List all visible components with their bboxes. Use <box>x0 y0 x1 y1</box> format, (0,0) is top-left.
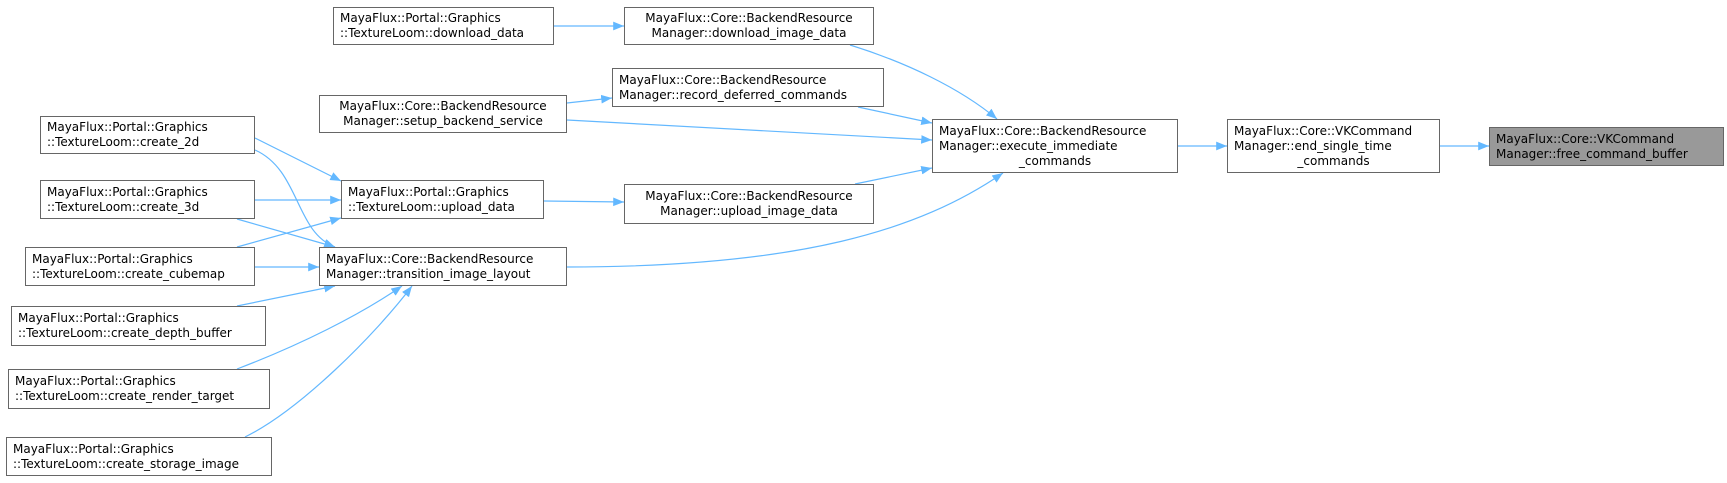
node-label: MayaFlux::Core::VKCommand <box>1234 123 1413 138</box>
node-create-cubemap[interactable]: MayaFlux::Portal::Graphics::TextureLoom:… <box>25 247 255 286</box>
node-label: MayaFlux::Portal::Graphics <box>47 184 208 199</box>
node-label: MayaFlux::Portal::Graphics <box>18 311 179 325</box>
node-label: Manager::free_command_buffer <box>1496 146 1688 161</box>
node-create-3d[interactable]: MayaFlux::Portal::Graphics::TextureLoom:… <box>40 180 255 219</box>
edge-record-execute <box>857 106 933 125</box>
node-label: MayaFlux::Core::BackendResource <box>645 11 853 25</box>
node-download-data[interactable]: MayaFlux::Portal::Graphics::TextureLoom:… <box>333 7 554 45</box>
node-label: MayaFlux::Portal::Graphics <box>348 184 509 199</box>
node-label: MayaFlux::Portal::Graphics <box>15 374 176 388</box>
node-label: ::TextureLoom::create_storage_image <box>13 456 240 471</box>
node-label: ::TextureLoom::create_depth_buffer <box>18 326 232 340</box>
node-create-storage-image[interactable]: MayaFlux::Portal::Graphics::TextureLoom:… <box>6 437 272 476</box>
node-label: Manager::download_image_data <box>651 26 847 40</box>
node-upload-data[interactable]: MayaFlux::Portal::Graphics::TextureLoom:… <box>341 180 544 219</box>
node-label: ::TextureLoom::create_cubemap <box>32 266 225 281</box>
edge-download_image_data-execute <box>849 44 998 120</box>
edge-cubemap-upload <box>236 216 342 248</box>
node-label: Manager::transition_image_layout <box>326 266 531 281</box>
edge-storage-transition <box>244 285 413 438</box>
edge-upload_image-execute <box>854 165 933 185</box>
node-label: MayaFlux::Portal::Graphics <box>340 11 501 25</box>
node-label: MayaFlux::Core::BackendResource <box>645 189 853 203</box>
node-label: ::TextureLoom::upload_data <box>348 199 515 214</box>
node-create-render-target[interactable]: MayaFlux::Portal::Graphics::TextureLoom:… <box>8 369 270 409</box>
node-label: Manager::record_deferred_commands <box>619 87 847 102</box>
edge-upload-upload_image <box>543 197 625 207</box>
node-label: ::TextureLoom::create_2d <box>47 135 200 149</box>
edge-transition-execute <box>566 172 1004 268</box>
node-label: MayaFlux::Core::VKCommand <box>1496 131 1675 146</box>
node-create-depth-buffer[interactable]: MayaFlux::Portal::Graphics::TextureLoom:… <box>11 306 266 346</box>
edge-setup-execute <box>566 119 933 144</box>
node-label: Manager::end_single_time <box>1234 138 1392 153</box>
node-label: MayaFlux::Portal::Graphics <box>47 120 208 134</box>
node-label: ::TextureLoom::download_data <box>340 26 525 40</box>
node-label: MayaFlux::Core::BackendResource <box>339 99 547 113</box>
node-label: Manager::setup_backend_service <box>343 114 543 128</box>
node-label: MayaFlux::Core::BackendResource <box>619 72 827 87</box>
node-label: Manager::execute_immediate <box>939 138 1118 153</box>
node-create-2d[interactable]: MayaFlux::Portal::Graphics::TextureLoom:… <box>40 116 255 154</box>
edge-create_2d-upload <box>254 137 342 182</box>
edge-depth-transition <box>236 283 336 307</box>
edge-render-transition <box>236 285 403 370</box>
node-label: ::TextureLoom::create_3d <box>47 199 200 214</box>
node-label: _commands <box>1297 153 1370 168</box>
node-label: Manager::upload_image_data <box>660 204 838 218</box>
node-label: _commands <box>1018 153 1092 168</box>
node-label: MayaFlux::Portal::Graphics <box>13 441 174 456</box>
node-label: ::TextureLoom::create_render_target <box>15 389 235 403</box>
node-label: MayaFlux::Core::BackendResource <box>326 251 534 266</box>
edge-create_2d-transition <box>254 149 336 248</box>
node-label: MayaFlux::Portal::Graphics <box>32 251 193 266</box>
edge-setup-record <box>566 94 613 104</box>
node-label: MayaFlux::Core::BackendResource <box>939 123 1147 138</box>
